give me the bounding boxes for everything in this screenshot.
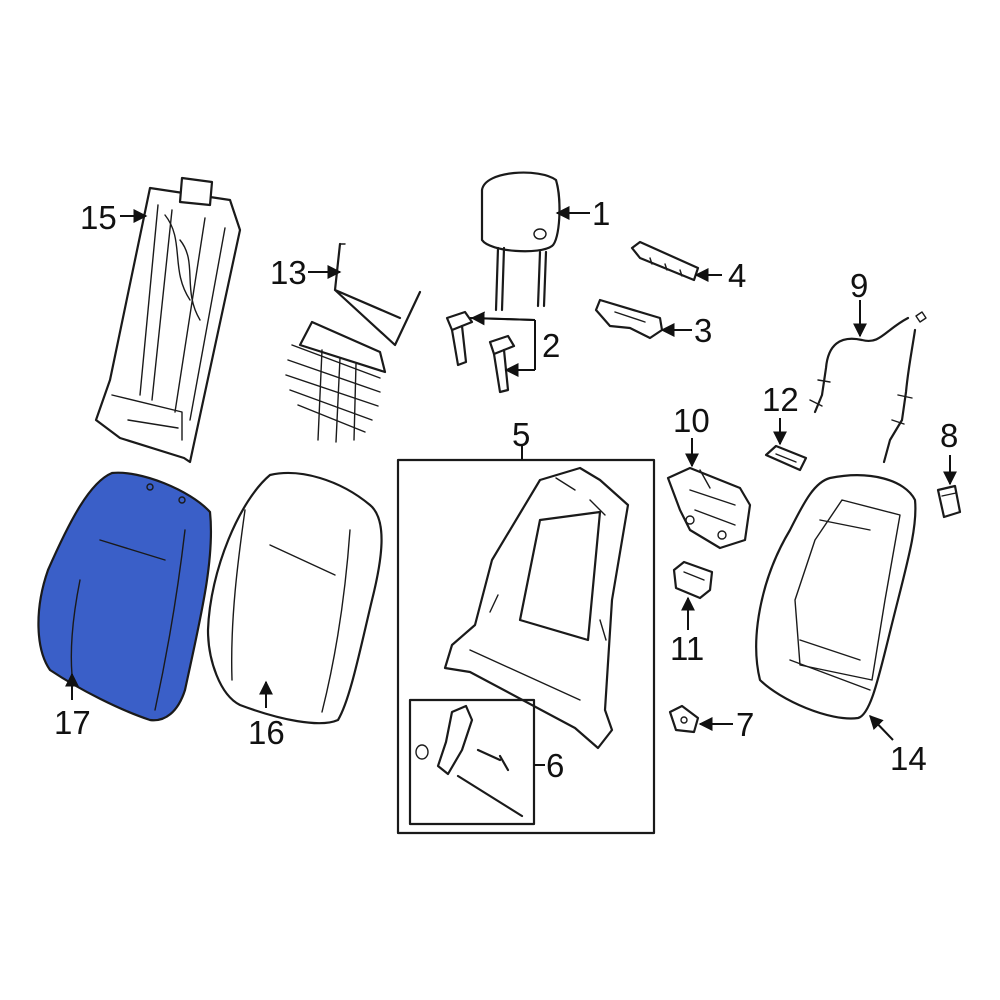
part-7-clip[interactable] [668, 704, 700, 734]
part-2-headrest-guides[interactable] [445, 310, 516, 394]
part-9-cable[interactable] [809, 311, 927, 464]
callout-3: 3 [694, 312, 712, 349]
leader-lines [65, 206, 957, 766]
callout-17: 17 [54, 704, 91, 741]
callout-1: 1 [592, 195, 610, 232]
part-6-hardware-kit[interactable] [408, 698, 536, 826]
part-10-recliner-mechanism[interactable] [666, 466, 752, 550]
callout-10: 10 [673, 402, 710, 439]
part-8-connector[interactable] [936, 484, 962, 519]
callout-labels: 1 2 3 4 5 6 7 8 9 10 11 12 13 14 15 16 1… [54, 195, 958, 784]
part-5-frame-group[interactable] [396, 458, 656, 835]
part-3-bracket[interactable] [594, 298, 664, 340]
part-4-trim-strip[interactable] [630, 240, 700, 282]
callout-14: 14 [890, 740, 927, 777]
part-1-headrest[interactable] [480, 171, 561, 312]
part-15-back-panel[interactable] [94, 176, 242, 464]
callout-9: 9 [850, 267, 868, 304]
part-16-back-cushion[interactable] [206, 471, 383, 725]
callout-4: 4 [728, 257, 746, 294]
part-11-switch[interactable] [672, 560, 714, 600]
part-12-clip[interactable] [764, 444, 808, 472]
callout-5: 5 [512, 416, 530, 453]
callout-11: 11 [670, 630, 704, 667]
callout-6: 6 [546, 747, 564, 784]
callout-12: 12 [762, 381, 799, 418]
callout-13: 13 [270, 254, 307, 291]
part-17-back-cover-highlighted[interactable] [37, 471, 213, 722]
callout-7: 7 [736, 706, 754, 743]
callout-15: 15 [80, 199, 117, 236]
part-13-lumbar-frame[interactable] [285, 242, 422, 443]
callout-16: 16 [248, 714, 285, 751]
callout-8: 8 [940, 417, 958, 454]
callout-2: 2 [542, 327, 560, 364]
part-14-back-shell[interactable] [755, 474, 917, 720]
